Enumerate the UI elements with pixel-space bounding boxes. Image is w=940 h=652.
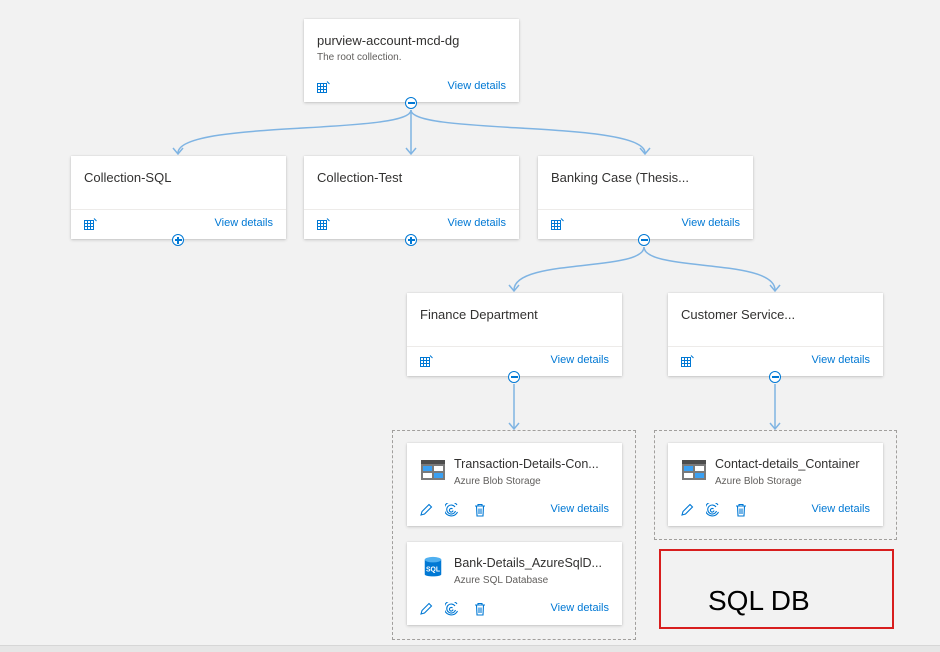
- source-type: Azure Blob Storage: [715, 476, 802, 487]
- root-view-details-link[interactable]: View details: [447, 80, 507, 92]
- view-details-link[interactable]: View details: [550, 503, 610, 515]
- connector-banking-finance: [513, 246, 645, 291]
- root-collection-title: purview-account-mcd-dg: [317, 33, 460, 48]
- view-details-link[interactable]: View details: [681, 217, 741, 229]
- scan-icon[interactable]: [706, 503, 720, 517]
- collection-title: Banking Case (Thesis...: [551, 170, 690, 185]
- grid-edit-icon: [317, 81, 330, 93]
- connector-root-sql: [177, 109, 412, 154]
- card-divider: [538, 209, 753, 210]
- blob-storage-icon: [682, 460, 706, 480]
- source-card-transaction[interactable]: Transaction-Details-Con... Azure Blob St…: [407, 443, 622, 526]
- grid-edit-icon: [681, 355, 694, 367]
- collection-title: Customer Service...: [681, 307, 796, 322]
- source-type: Azure SQL Database: [454, 575, 549, 586]
- view-details-link[interactable]: View details: [811, 354, 871, 366]
- source-title: Bank-Details_AzureSqlD...: [454, 556, 602, 570]
- collapse-icon[interactable]: [405, 97, 417, 109]
- card-divider: [304, 209, 519, 210]
- collapse-icon[interactable]: [769, 371, 781, 383]
- collection-card-sql[interactable]: Collection-SQL View details: [71, 156, 286, 239]
- collapse-icon[interactable]: [638, 234, 650, 246]
- canvas-bottom-edge: [0, 645, 940, 652]
- card-divider: [407, 346, 622, 347]
- collection-title: Finance Department: [420, 307, 538, 322]
- view-details-link[interactable]: View details: [811, 503, 871, 515]
- finance-sources-group: [392, 430, 636, 640]
- edit-icon[interactable]: [419, 602, 433, 616]
- view-details-link[interactable]: View details: [447, 217, 507, 229]
- delete-icon[interactable]: [473, 503, 487, 517]
- expand-icon[interactable]: [172, 234, 184, 246]
- connector-root-banking: [410, 109, 646, 154]
- source-type: Azure Blob Storage: [454, 476, 541, 487]
- delete-icon[interactable]: [473, 602, 487, 616]
- collection-card-customer-service[interactable]: Customer Service... View details: [668, 293, 883, 376]
- grid-edit-icon: [551, 218, 564, 230]
- grid-edit-icon: [420, 355, 433, 367]
- view-details-link[interactable]: View details: [214, 217, 274, 229]
- connector-banking-customer: [643, 246, 776, 291]
- edit-icon[interactable]: [680, 503, 694, 517]
- collection-card-finance[interactable]: Finance Department View details: [407, 293, 622, 376]
- grid-edit-icon: [317, 218, 330, 230]
- root-collection-subtitle: The root collection.: [317, 52, 402, 63]
- source-title: Transaction-Details-Con...: [454, 457, 599, 471]
- source-card-contact-details[interactable]: Contact-details_Container Azure Blob Sto…: [668, 443, 883, 526]
- svg-text:SQL: SQL: [426, 567, 440, 574]
- delete-icon[interactable]: [734, 503, 748, 517]
- view-details-link[interactable]: View details: [550, 602, 610, 614]
- card-divider: [71, 209, 286, 210]
- customer-sources-group: [654, 430, 897, 540]
- annotation-label: SQL DB: [708, 585, 810, 616]
- sql-database-icon: SQL: [424, 556, 442, 577]
- expand-icon[interactable]: [405, 234, 417, 246]
- collection-card-test[interactable]: Collection-Test View details: [304, 156, 519, 239]
- card-divider: [668, 346, 883, 347]
- collapse-icon[interactable]: [508, 371, 520, 383]
- root-collection-card[interactable]: purview-account-mcd-dg The root collecti…: [304, 19, 519, 102]
- source-card-bank-details[interactable]: SQL Bank-Details_AzureSqlD... Azure SQL …: [407, 542, 622, 625]
- scan-icon[interactable]: [445, 503, 459, 517]
- blob-storage-icon: [421, 460, 445, 480]
- source-title: Contact-details_Container: [715, 457, 860, 471]
- collection-card-banking[interactable]: Banking Case (Thesis... View details: [538, 156, 753, 239]
- grid-edit-icon: [84, 218, 97, 230]
- edit-icon[interactable]: [419, 503, 433, 517]
- scan-icon[interactable]: [445, 602, 459, 616]
- view-details-link[interactable]: View details: [550, 354, 610, 366]
- annotation-box: SQL DB: [659, 549, 894, 629]
- collection-title: Collection-Test: [317, 170, 403, 185]
- collection-title: Collection-SQL: [84, 170, 172, 185]
